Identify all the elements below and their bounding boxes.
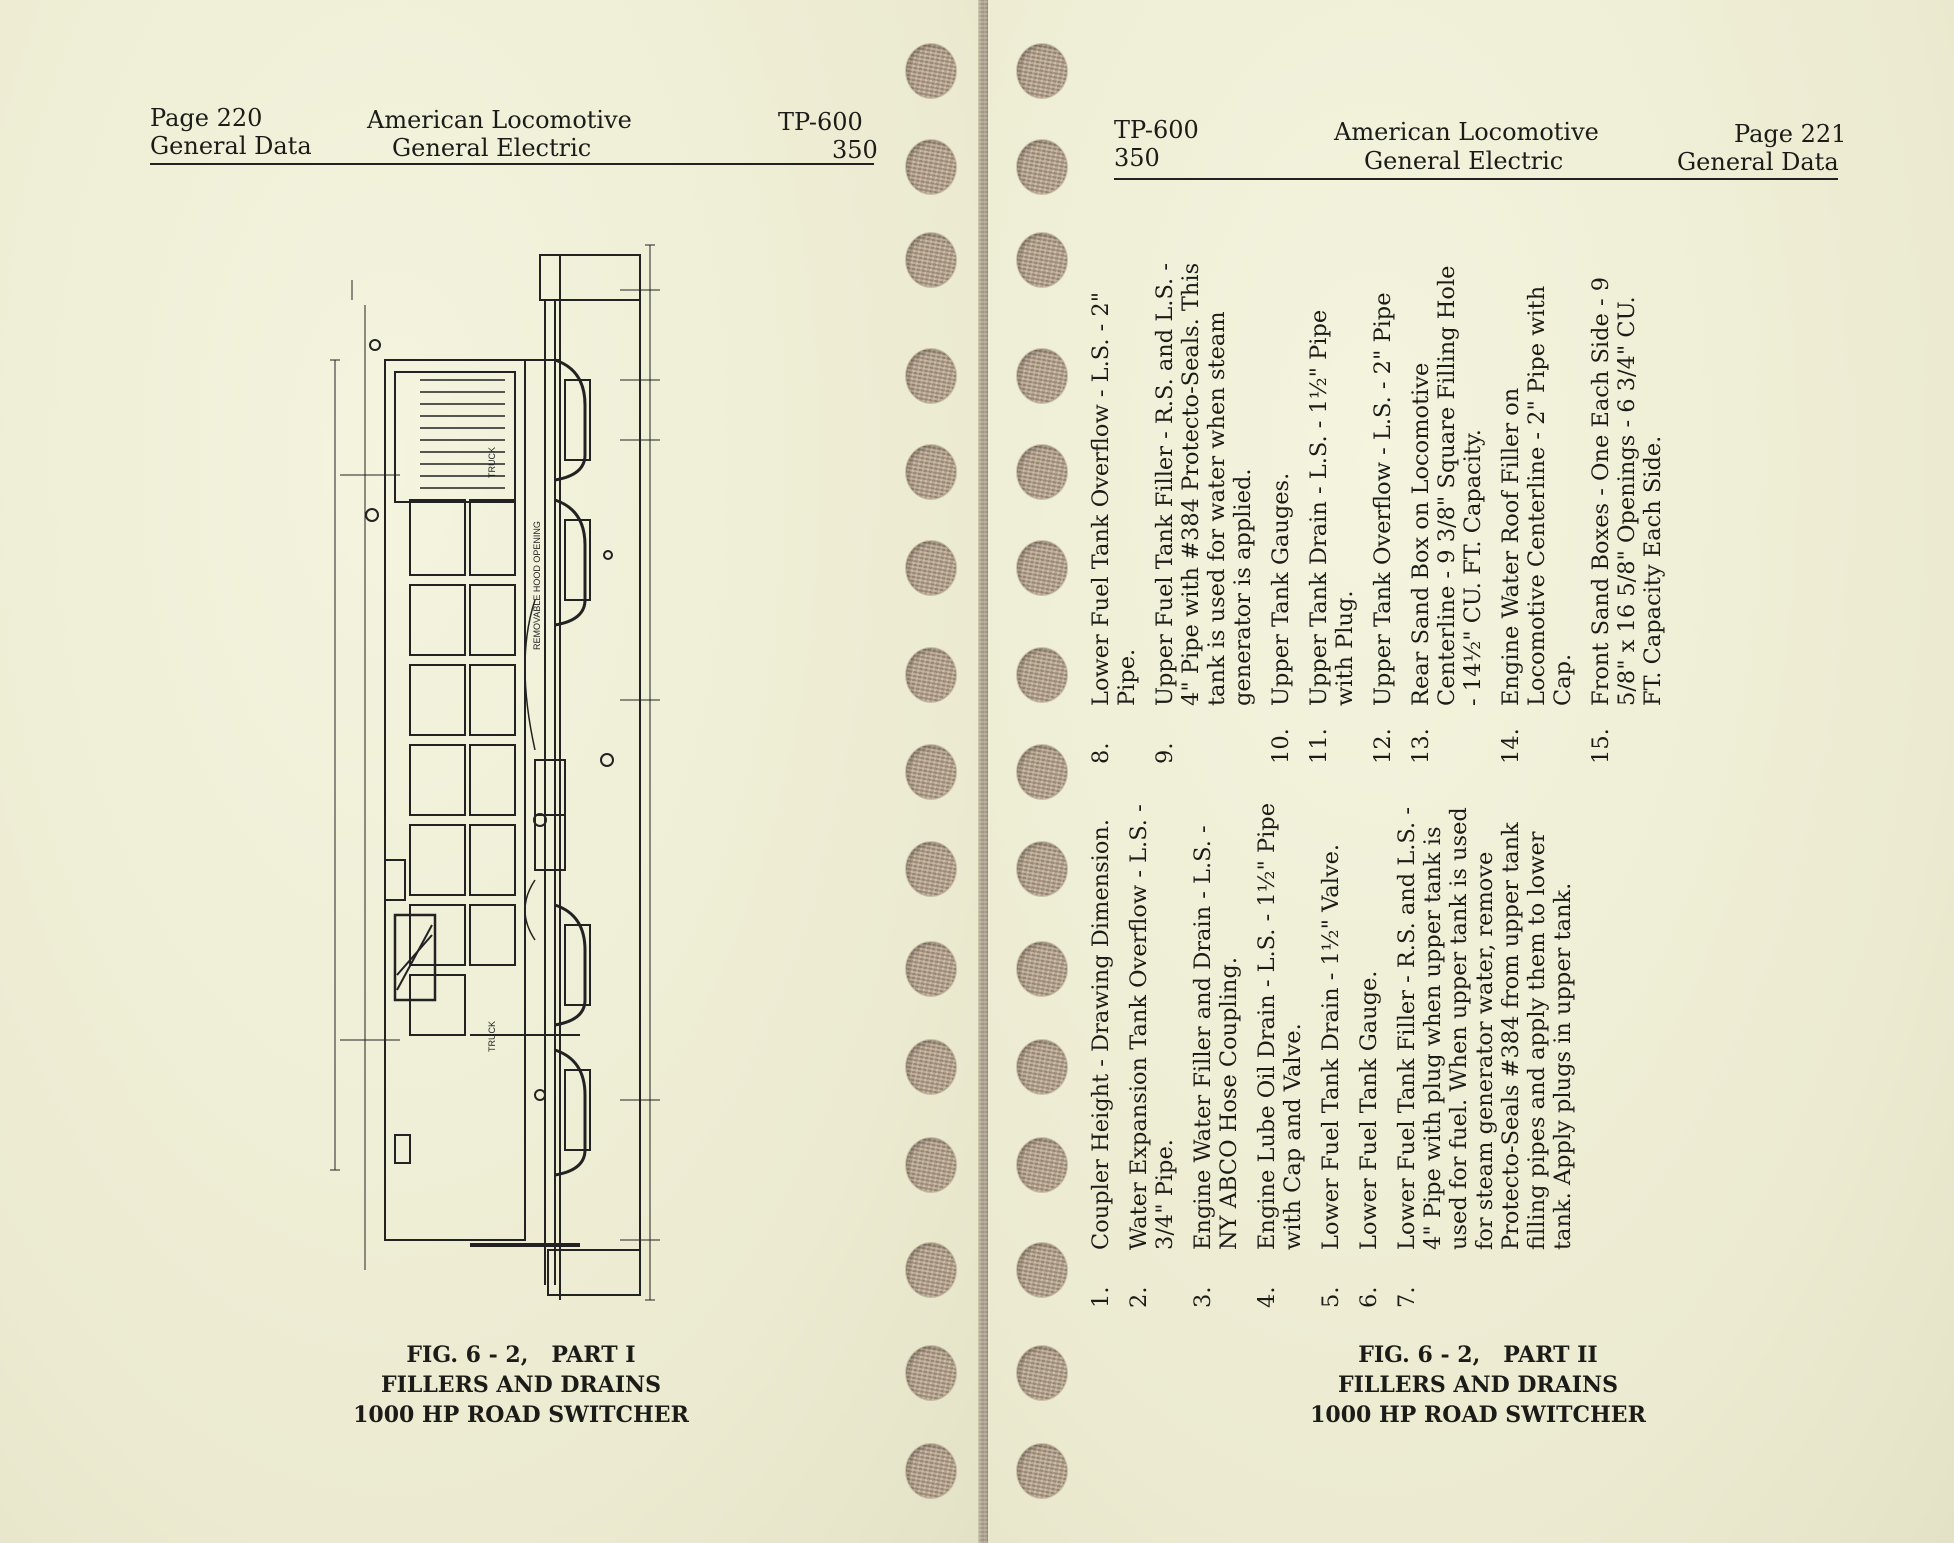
right-header-rule <box>1114 178 1838 180</box>
list-item: 12.Upper Tank Overflow - L.S. - 2" Pipe <box>1370 292 1396 764</box>
left-company-line2: General Electric <box>392 134 592 162</box>
list-item: 10.Upper Tank Gauges. <box>1268 472 1294 764</box>
binder-hole <box>1017 1243 1067 1297</box>
list-item: 13.Rear Sand Box on Locomotive Centerlin… <box>1408 265 1486 765</box>
binder-hole <box>906 942 956 996</box>
binder-hole <box>1017 1346 1067 1400</box>
list-item: 15.Front Sand Boxes - One Each Side - 9 … <box>1588 276 1666 764</box>
left-caption-line2: FILLERS AND DRAINS <box>380 1372 662 1398</box>
binder-hole <box>1017 942 1067 996</box>
left-company-line1: American Locomotive <box>367 106 632 134</box>
binder-hole <box>1017 648 1067 702</box>
right-caption-line3: 1000 HP ROAD SWITCHER <box>1310 1402 1646 1428</box>
binder-hole <box>906 745 956 799</box>
fillers-drains-list: 1.Coupler Height - Drawing Dimension. 2.… <box>1088 256 1708 1308</box>
truck-label-front: TRUCK <box>487 447 497 478</box>
list-item: 11.Upper Tank Drain - L.S. - 1½" Pipe wi… <box>1306 309 1358 764</box>
left-page: Page 220 General Data American Locomotiv… <box>0 0 979 1543</box>
binder-hole <box>1017 1138 1067 1192</box>
binder-hole <box>906 140 956 194</box>
list-column-1: 1.Coupler Height - Drawing Dimension. 2.… <box>1088 802 1588 1308</box>
binder-hole <box>1017 44 1067 98</box>
right-page: TP-600 350 American Locomotive General E… <box>988 0 1954 1543</box>
list-item: 9.Upper Fuel Tank Filler - R.S. and L.S.… <box>1152 262 1256 764</box>
right-section: General Data <box>1677 148 1839 176</box>
left-model: TP-600 <box>778 108 863 136</box>
hood-opening-label: REMOVABLE HOOD OPENING <box>532 521 542 650</box>
list-item: 8.Lower Fuel Tank Overflow - L.S. - 2" P… <box>1088 291 1140 764</box>
list-item: 4.Engine Lube Oil Drain - L.S. - 1½" Pip… <box>1254 802 1306 1308</box>
binder-hole <box>1017 445 1067 499</box>
list-item: 5.Lower Fuel Tank Drain - 1½" Valve. <box>1318 843 1344 1308</box>
list-item: 14.Engine Water Roof Filler on Locomotiv… <box>1498 285 1576 764</box>
right-model-number: 350 <box>1114 144 1160 172</box>
binder-hole <box>1017 1040 1067 1094</box>
list-item: 3.Engine Water Filler and Drain - L.S. -… <box>1190 825 1242 1308</box>
list-column-2: 8.Lower Fuel Tank Overflow - L.S. - 2" P… <box>1088 258 1678 764</box>
binder-hole <box>906 1346 956 1400</box>
binder-hole <box>1017 745 1067 799</box>
truck-label-rear: TRUCK <box>487 1021 497 1052</box>
left-figure-caption: FIG. 6 - 2, PART I FILLERS AND DRAINS 10… <box>260 1340 782 1430</box>
binder-hole <box>906 44 956 98</box>
list-item: 1.Coupler Height - Drawing Dimension. <box>1088 818 1114 1308</box>
left-caption-line3: 1000 HP ROAD SWITCHER <box>353 1402 689 1428</box>
binder-hole <box>1017 349 1067 403</box>
locomotive-drawing: TRUCK TRUCK REMOVABLE HOOD OPENING <box>330 244 660 1301</box>
list-item: 6.Lower Fuel Tank Gauge. <box>1356 970 1382 1308</box>
list-item: 2.Water Expansion Tank Overflow - L.S. -… <box>1126 804 1178 1308</box>
right-caption-line1: FIG. 6 - 2, PART II <box>1358 1342 1598 1368</box>
binder-hole <box>1017 541 1067 595</box>
left-caption-line1: FIG. 6 - 2, PART I <box>406 1342 636 1368</box>
binder-hole <box>906 842 956 896</box>
right-model: TP-600 <box>1114 116 1199 144</box>
left-section: General Data <box>150 132 312 160</box>
binder-hole <box>906 1138 956 1192</box>
binder-hole <box>906 349 956 403</box>
binder-hole <box>906 1243 956 1297</box>
right-company-line2: General Electric <box>1364 147 1564 175</box>
binder-hole <box>1017 140 1067 194</box>
list-item: 7.Lower Fuel Tank Filler - R.S. and L.S.… <box>1394 807 1576 1308</box>
binder-hole <box>906 1040 956 1094</box>
binder-hole <box>906 541 956 595</box>
right-page-number: Page 221 <box>1734 120 1847 148</box>
left-header-rule <box>150 163 874 165</box>
binder-hole <box>906 648 956 702</box>
right-company-line1: American Locomotive <box>1334 118 1599 146</box>
binder-hole <box>1017 842 1067 896</box>
right-caption-line2: FILLERS AND DRAINS <box>1337 1372 1619 1398</box>
binder-hole <box>906 233 956 287</box>
left-page-number: Page 220 <box>150 104 263 132</box>
binder-hole <box>1017 1444 1067 1498</box>
left-model-number: 350 <box>832 136 878 164</box>
binder-hole <box>906 445 956 499</box>
right-figure-caption: FIG. 6 - 2, PART II FILLERS AND DRAINS 1… <box>1228 1340 1728 1430</box>
binder-hole <box>1017 233 1067 287</box>
binder-hole <box>906 1444 956 1498</box>
